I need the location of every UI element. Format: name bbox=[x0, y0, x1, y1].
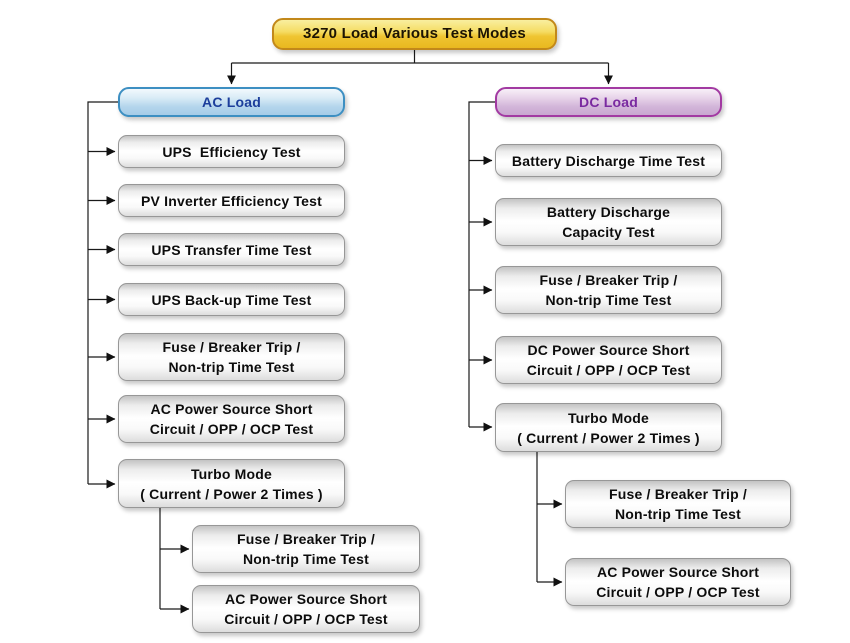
node-label: Fuse / Breaker Trip / bbox=[539, 272, 678, 288]
node-label: Battery Discharge bbox=[546, 204, 671, 220]
node-label: Non-trip Time Test bbox=[168, 359, 295, 375]
node-label: AC Power Source Short bbox=[150, 401, 313, 417]
node-ups-efficiency-test: UPS Efficiency Test bbox=[118, 135, 345, 168]
node-ac-turbo-fuse-breaker-trip-test: Fuse / Breaker Trip / Non-trip Time Test bbox=[192, 525, 420, 573]
connector-dc-trunk bbox=[468, 101, 495, 427]
node-label: Non-trip Time Test bbox=[615, 506, 741, 522]
node-ups-transfer-time-test: UPS Transfer Time Test bbox=[118, 233, 345, 266]
node-label: DC Power Source Short bbox=[527, 342, 690, 358]
node-label: Turbo Mode bbox=[190, 465, 273, 482]
node-label: Turbo Mode bbox=[567, 409, 650, 426]
node-label: Circuit / OPP / OCP Test bbox=[596, 584, 760, 600]
node-ac-turbo-mode: Turbo Mode ( Current / Power 2 Times ) bbox=[118, 459, 345, 508]
connector-ac-trunk bbox=[87, 101, 118, 484]
node-label: Fuse / Breaker Trip / bbox=[162, 339, 301, 355]
node-label: Fuse / Breaker Trip / bbox=[608, 486, 748, 502]
node-dc-turbo-mode: Turbo Mode ( Current / Power 2 Times ) bbox=[495, 403, 722, 452]
node-pv-inverter-efficiency-test: PV Inverter Efficiency Test bbox=[118, 184, 345, 217]
node-label: Circuit / OPP / OCP Test bbox=[224, 611, 388, 627]
node-label: PV Inverter Efficiency Test bbox=[141, 192, 322, 209]
node-label: ( Current / Power 2 Times ) bbox=[140, 485, 323, 502]
node-label: Battery Discharge Time Test bbox=[511, 152, 706, 169]
node-ac-turbo-power-source-short-test: AC Power Source Short Circuit / OPP / OC… bbox=[192, 585, 420, 633]
node-battery-discharge-time-test: Battery Discharge Time Test bbox=[495, 144, 722, 177]
node-ups-backup-time-test: UPS Back-up Time Test bbox=[118, 283, 345, 316]
ac-load-node: AC Load bbox=[118, 87, 345, 117]
dc-load-label: DC Load bbox=[579, 94, 638, 110]
node-label: Circuit / OPP / OCP Test bbox=[149, 421, 314, 437]
node-label: UPS Back-up Time Test bbox=[151, 291, 312, 308]
dc-load-node: DC Load bbox=[495, 87, 722, 117]
ac-load-label: AC Load bbox=[202, 94, 261, 110]
node-label: Capacity Test bbox=[562, 224, 655, 240]
node-label: Non-trip Time Test bbox=[243, 551, 369, 567]
node-label: AC Power Source Short bbox=[224, 591, 388, 607]
node-ac-power-source-short-test: AC Power Source Short Circuit / OPP / OC… bbox=[118, 395, 345, 443]
node-label: AC Power Source Short bbox=[596, 564, 760, 580]
root-node: 3270 Load Various Test Modes bbox=[272, 18, 557, 50]
node-dc-turbo-fuse-breaker-trip-test: Fuse / Breaker Trip / Non-trip Time Test bbox=[565, 480, 791, 528]
node-ac-fuse-breaker-trip-test: Fuse / Breaker Trip / Non-trip Time Test bbox=[118, 333, 345, 381]
node-label: Fuse / Breaker Trip / bbox=[236, 531, 376, 547]
node-label: Circuit / OPP / OCP Test bbox=[526, 362, 691, 378]
root-node-label: 3270 Load Various Test Modes bbox=[303, 25, 526, 42]
node-label: ( Current / Power 2 Times ) bbox=[517, 429, 700, 446]
node-label: UPS Efficiency Test bbox=[162, 143, 301, 160]
node-dc-turbo-power-source-short-test: AC Power Source Short Circuit / OPP / OC… bbox=[565, 558, 791, 606]
connector-root-rail bbox=[231, 50, 609, 64]
node-label: Non-trip Time Test bbox=[545, 292, 672, 308]
node-battery-discharge-capacity-test: Battery Discharge Capacity Test bbox=[495, 198, 722, 246]
node-dc-power-source-short-test: DC Power Source Short Circuit / OPP / OC… bbox=[495, 336, 722, 384]
node-dc-fuse-breaker-trip-test: Fuse / Breaker Trip / Non-trip Time Test bbox=[495, 266, 722, 314]
node-label: UPS Transfer Time Test bbox=[151, 241, 312, 258]
